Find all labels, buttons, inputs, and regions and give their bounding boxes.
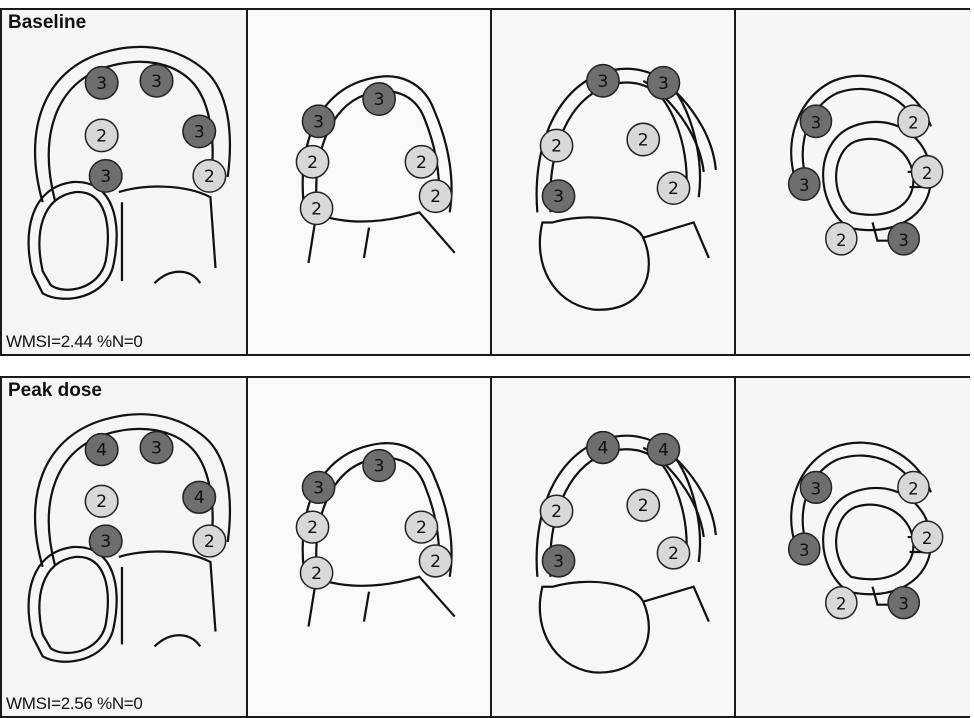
segment-score-label: 3 xyxy=(811,112,822,132)
wmsi-label: WMSI=2.56 %N=0 xyxy=(6,694,143,714)
wall-outline xyxy=(803,456,920,559)
wall-outline xyxy=(803,89,920,194)
segment-score-label: 3 xyxy=(100,167,111,187)
wall-outline xyxy=(29,182,117,299)
segment-score-label: 3 xyxy=(553,187,564,207)
segment-score-label: 2 xyxy=(638,131,649,151)
segment-score-label: 2 xyxy=(204,167,215,187)
short-axis-diagram: 3 2 3 2 2 3 xyxy=(736,10,970,354)
segment-score-label: 2 xyxy=(416,153,427,173)
wall-outline xyxy=(155,635,201,646)
segment-score-label: 3 xyxy=(194,122,205,142)
segment-score-label: 2 xyxy=(836,594,847,614)
segment-score-label: 3 xyxy=(374,90,385,110)
segment-score-label: 2 xyxy=(908,112,919,132)
segment-score-label: 2 xyxy=(668,179,679,199)
segment-score-label: 3 xyxy=(799,175,810,195)
segment-score-label: 2 xyxy=(204,532,215,552)
segment-score-label: 2 xyxy=(311,199,322,219)
wall-outline xyxy=(540,217,649,309)
wall-outline xyxy=(836,139,913,215)
segment-score-label: 2 xyxy=(307,153,318,173)
segment-score-label: 3 xyxy=(658,74,669,94)
wall-outline xyxy=(39,192,107,290)
wall-outline xyxy=(29,547,117,662)
wall-outline xyxy=(119,187,216,268)
segment-score-label: 4 xyxy=(96,441,107,461)
segment-score-label: 3 xyxy=(898,594,909,614)
apical-long-axis-diagram: 4 4 2 2 3 2 xyxy=(492,378,734,716)
four-chamber-diagram: 4 3 2 4 3 2 xyxy=(2,378,246,716)
apical-long-axis-panel: 3 3 2 2 3 2 xyxy=(490,8,736,356)
segment-score-label: 2 xyxy=(638,496,649,516)
wall-outline xyxy=(364,592,369,622)
wall-outline xyxy=(364,228,369,258)
two-chamber-panel: 332222 xyxy=(246,376,492,718)
segment-score-label: 2 xyxy=(551,502,562,522)
wall-outline xyxy=(119,551,216,631)
wall-outline xyxy=(836,505,913,580)
segment-score-label: 3 xyxy=(313,478,324,498)
short-axis-panel: 3 2 3 2 2 3 xyxy=(734,8,970,356)
apical-long-axis-panel: 4 4 2 2 3 2 xyxy=(490,376,736,718)
segment-score-label: 2 xyxy=(922,163,933,183)
segment-score-label: 2 xyxy=(96,126,107,146)
segment-score-label: 2 xyxy=(311,564,322,584)
segment-score-label: 3 xyxy=(811,478,822,498)
segment-score-label: 2 xyxy=(922,528,933,548)
wall-outline xyxy=(643,587,709,622)
segment-score-label: 3 xyxy=(151,72,162,92)
wall-outline xyxy=(540,582,649,673)
segment-score-label: 3 xyxy=(597,72,608,92)
baseline-row: Baseline 332332 WMSI=2.44 %N=0 332222 33… xyxy=(0,8,974,356)
segment-score-label: 3 xyxy=(553,552,564,572)
short-axis-diagram: 3 2 3 2 2 3 xyxy=(736,378,970,716)
wall-outline xyxy=(155,272,201,283)
segment-score-label: 2 xyxy=(551,137,562,157)
wall-outline xyxy=(643,222,709,257)
segment-score-label: 4 xyxy=(597,439,608,459)
segment-score-label: 2 xyxy=(430,552,441,572)
segment-score-label: 3 xyxy=(374,457,385,477)
segment-score-label: 3 xyxy=(313,112,324,132)
segment-score-label: 2 xyxy=(908,478,919,498)
segment-score-label: 3 xyxy=(799,540,810,560)
segment-score-label: 2 xyxy=(307,518,318,538)
wall-outline xyxy=(39,557,107,653)
segment-score-label: 2 xyxy=(836,229,847,249)
apical-long-axis-diagram: 3 3 2 2 3 2 xyxy=(492,10,734,354)
segment-score-label: 4 xyxy=(194,488,205,508)
wmsi-label: WMSI=2.44 %N=0 xyxy=(6,332,143,352)
segment-score-label: 2 xyxy=(416,518,427,538)
segment-score-label: 3 xyxy=(898,229,909,249)
segment-score-label: 2 xyxy=(668,544,679,564)
segment-score-label: 2 xyxy=(96,492,107,512)
segment-score-label: 3 xyxy=(100,532,111,552)
segment-score-label: 3 xyxy=(96,74,107,94)
segment-score-label: 4 xyxy=(658,441,669,461)
four-chamber-diagram: 3 3 2 3 3 2 xyxy=(2,10,246,354)
short-axis-panel: 3 2 3 2 2 3 xyxy=(734,376,970,718)
segment-score-label: 3 xyxy=(151,439,162,459)
segment-score-label: 2 xyxy=(430,187,441,207)
